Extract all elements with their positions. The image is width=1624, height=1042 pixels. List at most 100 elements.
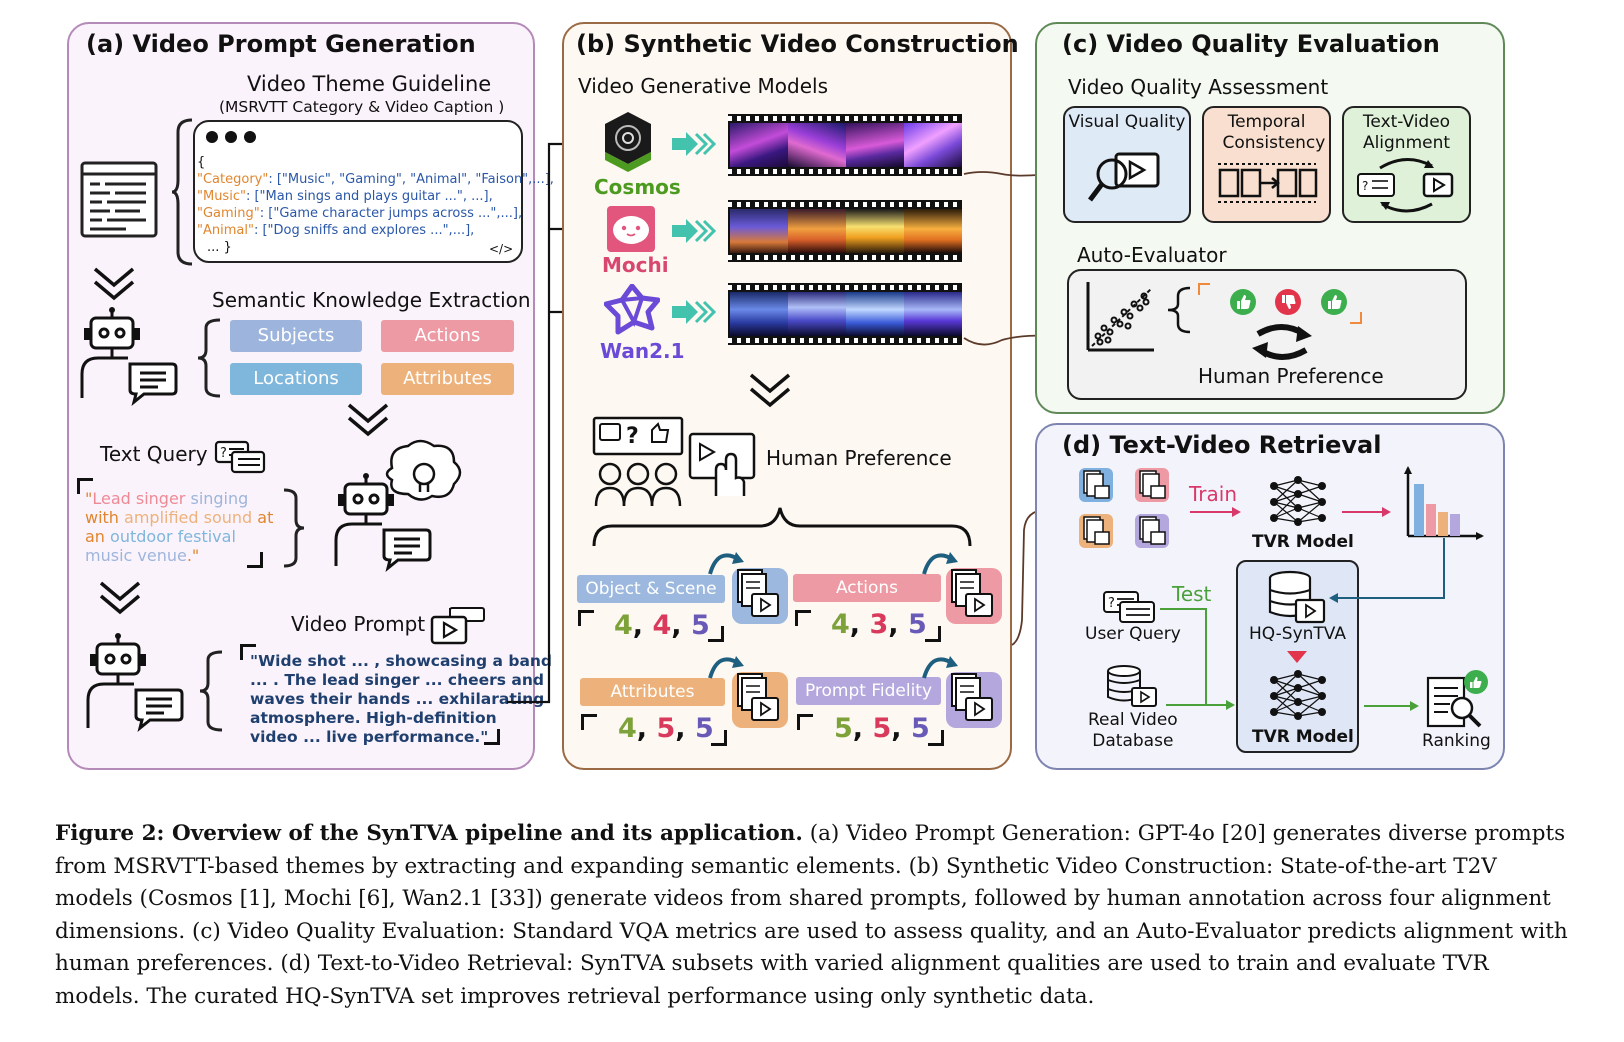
text-query-content: "Lead singer singing with amplified soun…	[85, 489, 275, 565]
text-video-align-icon: ?	[1357, 158, 1454, 213]
video-prompt-label: Video Prompt	[291, 612, 426, 636]
brace-prompt	[199, 650, 223, 732]
dim-actions-tag: Actions	[793, 574, 941, 602]
text-query-label: Text Query	[100, 442, 208, 466]
theme-guideline-subtitle: (MSRVTT Category & Video Caption )	[219, 98, 505, 116]
frame-sequence-icon	[1218, 163, 1318, 203]
json-value: ... }	[207, 240, 232, 255]
json-key: "Music"	[197, 189, 246, 204]
window-dots-icon	[206, 131, 256, 143]
tag-actions: Actions	[381, 320, 514, 352]
code-icon: </>	[489, 242, 514, 256]
json-value: : ["Game character jumps across ...",...…	[259, 206, 523, 221]
prompt-line: atmosphere. High-definition	[250, 709, 497, 727]
prompt-line: video ... live performance."	[250, 728, 489, 746]
score-actions: 4, 3, 5	[831, 609, 927, 640]
score-object-scene: 4, 4, 5	[614, 610, 710, 641]
score-value: 4	[618, 713, 637, 744]
brace-query	[283, 488, 305, 568]
score-separator: ,	[888, 609, 908, 640]
dim-object-scene-tag: Object & Scene	[577, 575, 725, 603]
score-separator: ,	[852, 713, 873, 744]
temporal-consistency-label: Temporal Consistency	[1222, 112, 1326, 153]
cosmos-logo-icon	[605, 112, 651, 172]
query-bubble-icon: ?	[214, 440, 266, 474]
tvr-model-label-test: TVR Model	[1252, 727, 1354, 747]
chevron-down-icon	[93, 267, 135, 301]
score-value: 5	[907, 609, 927, 640]
robot-chat-icon	[86, 633, 184, 732]
score-separator: ,	[671, 610, 691, 641]
video-prompt-icon	[430, 607, 485, 645]
score-corner	[795, 610, 811, 626]
syntva-subset-icon	[1079, 514, 1113, 548]
score-separator: ,	[849, 609, 870, 640]
score-value: 5	[656, 713, 676, 744]
double-arrow-icon	[672, 300, 716, 324]
mochi-video-filmstrip	[728, 200, 962, 262]
json-key: "Gaming"	[197, 206, 260, 221]
score-value: 5	[834, 713, 853, 744]
quote-corner-tl	[77, 478, 93, 494]
score-corner	[711, 730, 727, 746]
score-value: 4	[652, 610, 672, 641]
json-value: {	[197, 155, 206, 170]
human-preference-label: Human Preference	[766, 446, 952, 470]
thumbs-down-icon	[1275, 289, 1301, 315]
score-corner	[797, 714, 813, 730]
robot-idea-icon	[334, 439, 462, 572]
video-document-icon	[708, 552, 788, 624]
semantic-knowledge-title: Semantic Knowledge Extraction	[212, 288, 531, 312]
tag-subjects: Subjects	[230, 320, 362, 352]
double-arrow-icon	[672, 219, 716, 243]
score-separator: ,	[632, 610, 653, 641]
score-value: 5	[690, 610, 710, 641]
brace-auto-evaluator	[1167, 286, 1191, 334]
prompt-line: ... . The lead singer ... cheers and	[250, 671, 545, 689]
vqa-label: Video Quality Assessment	[1068, 75, 1329, 99]
train-arrow	[1190, 507, 1241, 517]
chevron-down-icon	[99, 581, 141, 615]
theme-guideline-title: Video Theme Guideline	[247, 72, 492, 96]
score-corner	[708, 626, 724, 642]
query-fragment: outdoor festival	[104, 527, 236, 546]
tag-attributes: Attributes	[381, 363, 514, 395]
score-value: 5	[872, 713, 892, 744]
svg-text:?: ?	[220, 446, 227, 461]
panel-c-title: (c) Video Quality Evaluation	[1062, 30, 1440, 58]
quote-corner-br	[484, 729, 500, 745]
json-value: : ["Music", "Gaming", "Animal", "Faison"…	[268, 172, 554, 187]
score-value: 5	[694, 713, 714, 744]
brace-semantic	[197, 318, 221, 398]
chevron-down-icon	[347, 403, 389, 437]
svg-text:?: ?	[1362, 179, 1368, 193]
json-key: "Category"	[197, 172, 269, 187]
json-key: "Animal"	[197, 223, 254, 238]
human-annotators-icon: ?	[592, 416, 684, 507]
json-line: {	[197, 154, 205, 171]
tvr-model-label-train: TVR Model	[1252, 532, 1354, 552]
brace-human-preference	[592, 507, 972, 547]
auto-evaluator-box	[1067, 269, 1467, 400]
prompt-line: "Wide shot ... , showcasing a band	[250, 652, 553, 670]
document-icon	[80, 161, 158, 238]
database-video-icon	[1107, 665, 1157, 707]
query-fragment: Lead singer	[92, 489, 186, 508]
syntva-subset-icon	[1135, 468, 1169, 502]
database-line: Database	[1092, 731, 1174, 751]
query-fragment: ."	[186, 546, 200, 565]
touch-screen-icon	[688, 432, 756, 496]
robot-chat-icon	[80, 307, 178, 406]
hq-syntva-label: HQ-SynTVA	[1249, 624, 1346, 644]
cosmos-label: Cosmos	[594, 175, 681, 199]
quote-corner-br	[247, 552, 263, 568]
svg-text:?: ?	[626, 424, 639, 449]
syntva-subset-icon	[1079, 468, 1113, 502]
refresh-cycle-icon	[1252, 324, 1312, 360]
caption-body: (a) Video Prompt Generation: GPT-4o [20]…	[55, 821, 1568, 1009]
query-fragment: an	[85, 527, 105, 546]
video-prompt-content: "Wide shot ... , showcasing a band... . …	[250, 652, 552, 747]
to-chart-arrow	[1342, 507, 1391, 517]
score-value: 4	[614, 610, 633, 641]
